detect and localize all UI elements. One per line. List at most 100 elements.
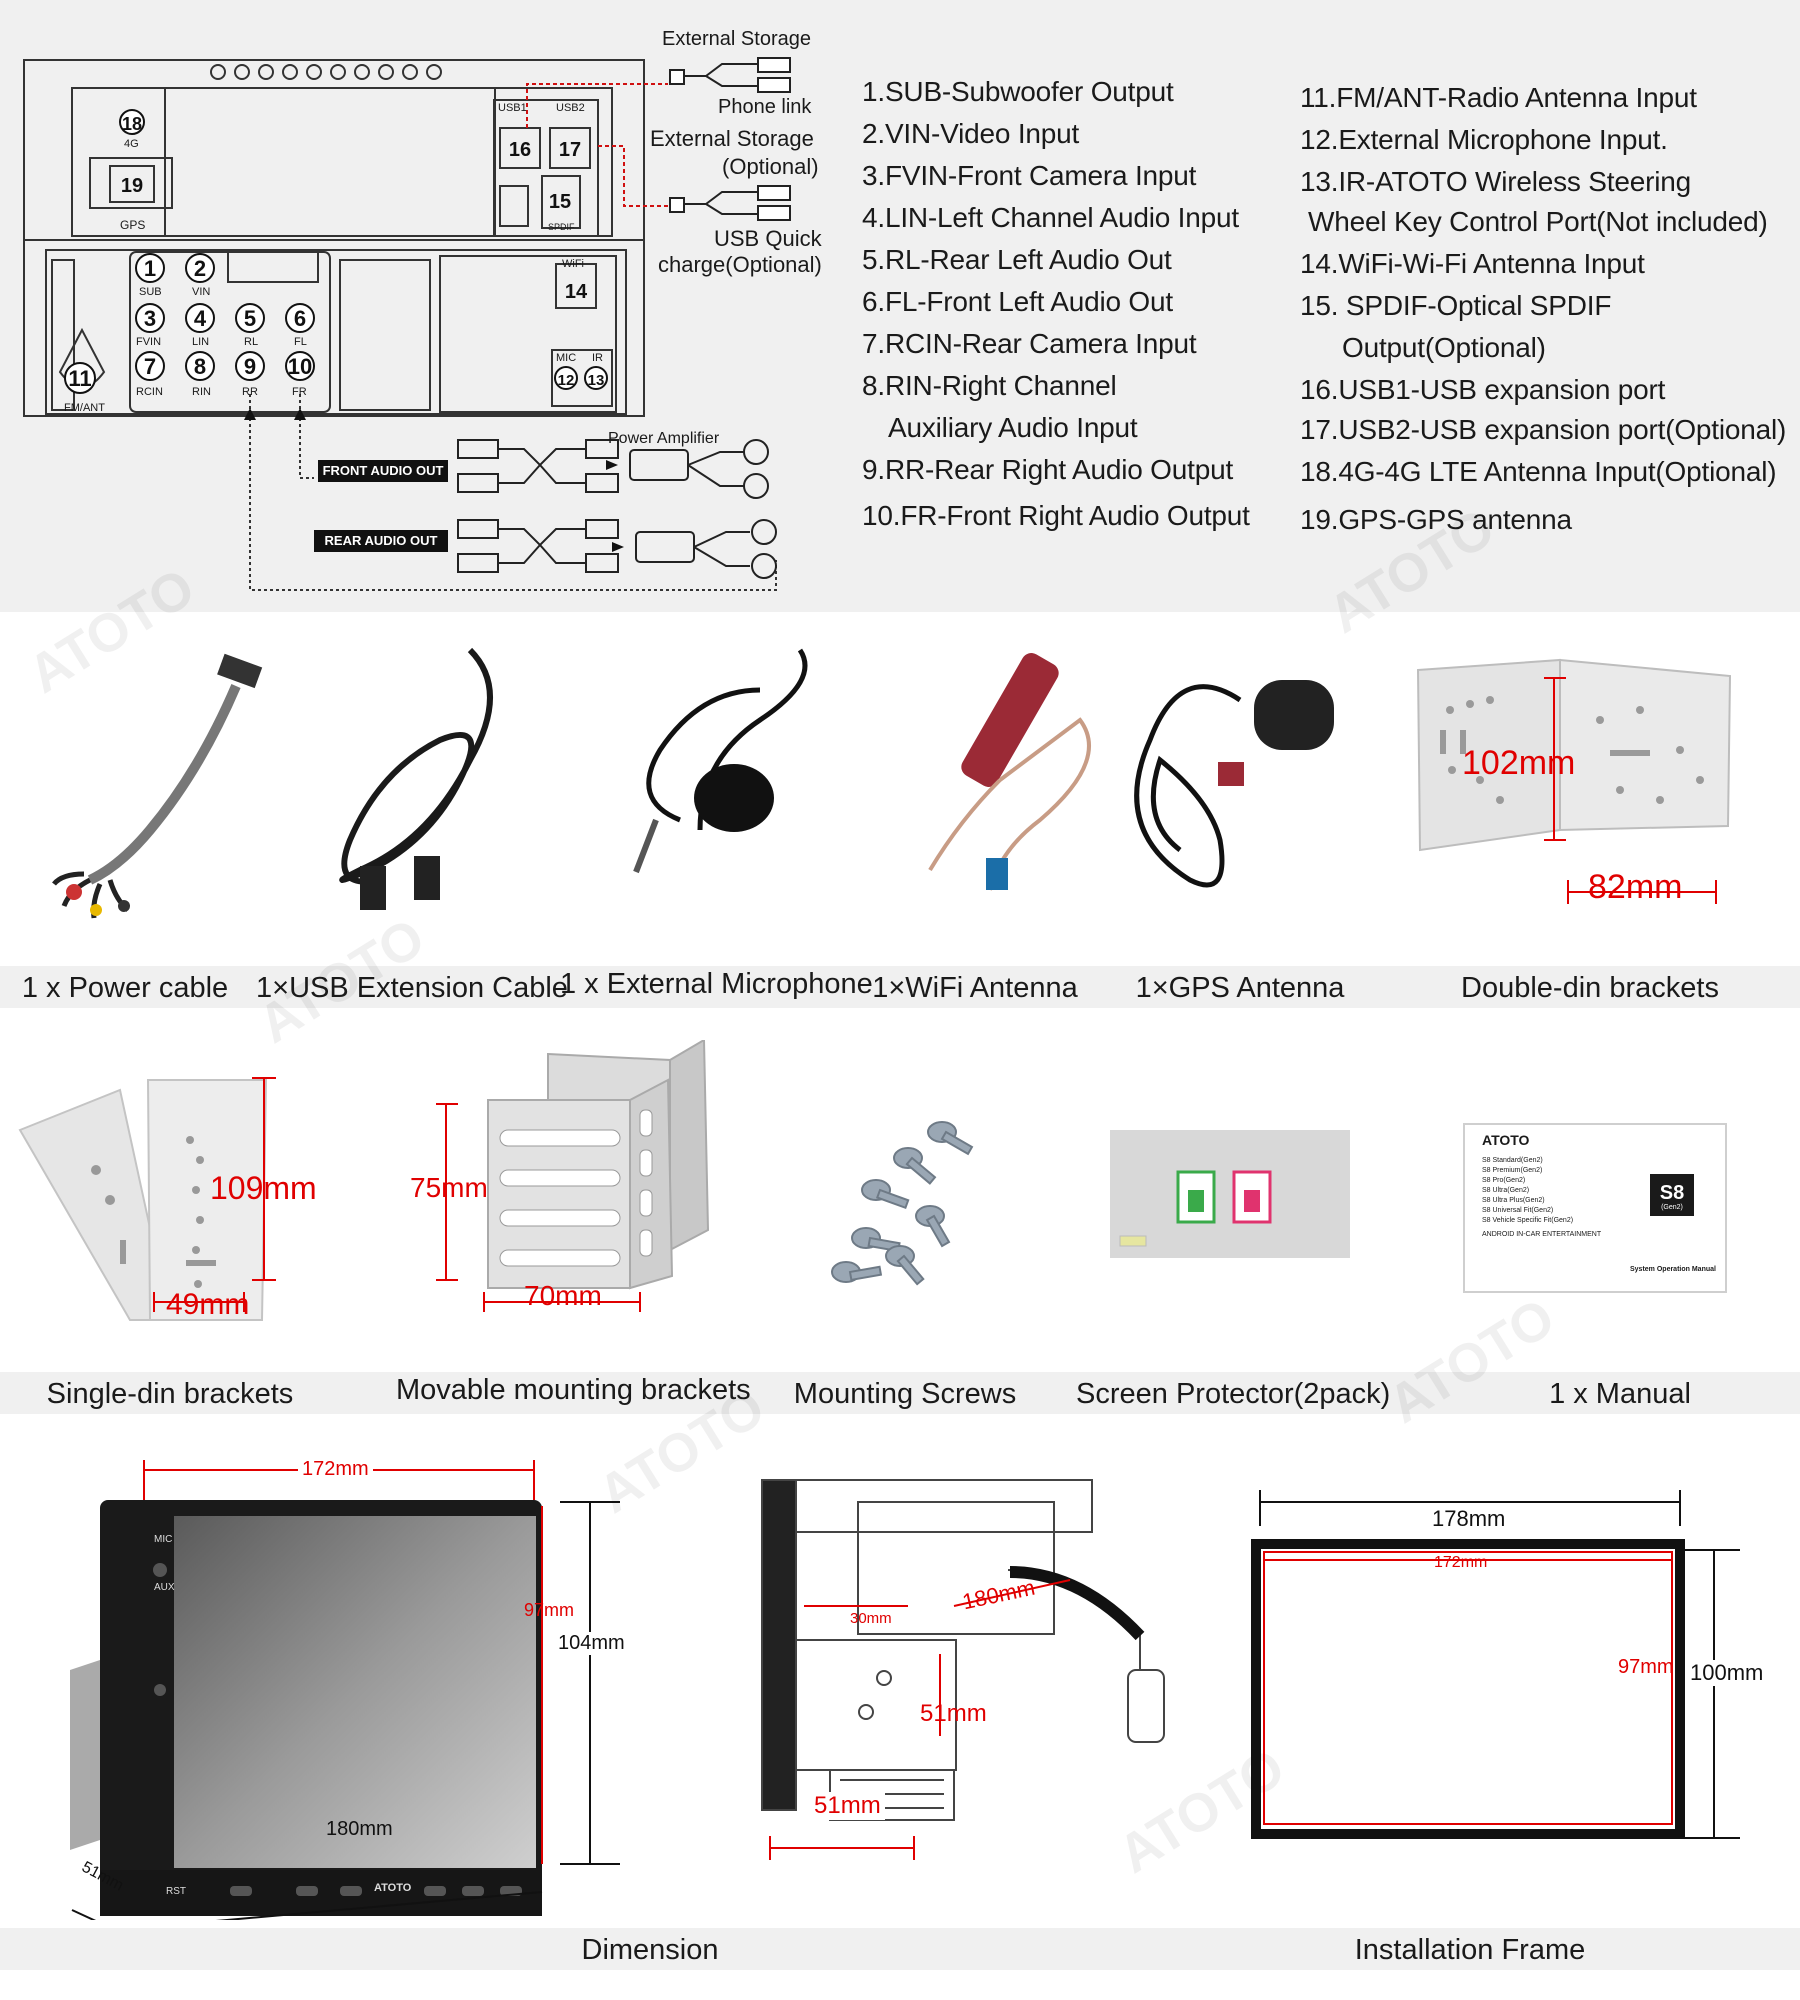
legend-item: 4.LIN-Left Channel Audio Input xyxy=(862,202,1239,233)
legend-item: 2.VIN-Video Input xyxy=(862,118,1080,149)
legend-item: 18.4G-4G LTE Antenna Input(Optional) xyxy=(1300,456,1777,487)
usb-extension-image xyxy=(339,647,493,910)
legend-item: 15. SPDIF-Optical SPDIF xyxy=(1300,290,1612,321)
microphone-image xyxy=(633,648,808,874)
manual-model: S8 Standard(Gen2) xyxy=(1482,1157,1543,1164)
svg-text:16: 16 xyxy=(509,139,531,161)
dim-double-width: 82mm xyxy=(1588,868,1683,906)
label-optional: (Optional) xyxy=(722,154,819,179)
port-label-spdif: SPDIF xyxy=(548,222,575,232)
manual-badge: S8 xyxy=(1659,1182,1685,1204)
caption-band-row1 xyxy=(0,966,1800,1008)
gps-antenna-image xyxy=(1134,680,1334,888)
port-label-fr: FR xyxy=(292,386,307,398)
port-label-rr: RR xyxy=(242,386,258,398)
dim-frame-width-inner: 172mm xyxy=(1434,1554,1488,1571)
caption-dimension: Dimension xyxy=(581,1934,719,1966)
svg-text:12: 12 xyxy=(558,372,575,389)
port-label-mic: MIC xyxy=(556,352,577,364)
port-label-vin: VIN xyxy=(192,286,211,298)
caption-usb-extension: 1×USB Extension Cable xyxy=(256,972,568,1004)
svg-text:17: 17 xyxy=(559,139,581,161)
port-label-fl: FL xyxy=(294,336,307,348)
label-usb-quick-charge: charge(Optional) xyxy=(658,252,822,277)
legend-item: 8.RIN-Right Channel xyxy=(862,370,1117,401)
unit-label-mic: MIC xyxy=(154,1534,173,1545)
svg-text:1: 1 xyxy=(144,256,156,281)
dim-unit-height-inner: 97mm xyxy=(524,1600,575,1620)
legend-item: 9.RR-Rear Right Audio Output xyxy=(862,454,1234,485)
legend-item: Auxiliary Audio Input xyxy=(888,412,1138,443)
dim-frame-height-inner: 97mm xyxy=(1618,1656,1674,1678)
svg-text:14: 14 xyxy=(565,281,588,303)
dim-side-30: 30mm xyxy=(850,1610,892,1627)
label-external-storage: External Storage xyxy=(662,28,811,50)
svg-text:19: 19 xyxy=(121,175,143,197)
caption-installation-frame: Installation Frame xyxy=(1354,1934,1586,1966)
svg-text:11: 11 xyxy=(68,366,91,391)
unit-label-rst: RST xyxy=(166,1886,186,1897)
dim-single-height: 109mm xyxy=(210,1170,317,1206)
manual-model-list: S8 Standard(Gen2) S8 Premium(Gen2) S8 Pr… xyxy=(1482,1156,1601,1240)
manual-model: S8 Premium(Gen2) xyxy=(1482,1167,1543,1174)
label-power-amplifier: Power Amplifier xyxy=(608,430,720,447)
port-label-usb2: USB2 xyxy=(556,102,585,114)
legend-item: Wheel Key Control Port(Not included) xyxy=(1308,206,1768,237)
legend-item: 6.FL-Front Left Audio Out xyxy=(862,286,1173,317)
manual-model: S8 Ultra Plus(Gen2) xyxy=(1482,1197,1545,1204)
svg-text:6: 6 xyxy=(294,306,306,331)
manual-brand: ATOTO xyxy=(1482,1132,1530,1148)
legend-item: 14.WiFi-Wi-Fi Antenna Input xyxy=(1300,248,1645,279)
caption-single-din: Single-din brackets xyxy=(46,1378,294,1410)
manual-model: S8 Universal Fit(Gen2) xyxy=(1482,1207,1554,1214)
manual-model: S8 Pro(Gen2) xyxy=(1482,1177,1526,1184)
unit-logo: ATOTO xyxy=(374,1882,412,1894)
label-usb-quick: USB Quick xyxy=(714,226,822,251)
dim-movable-width: 70mm xyxy=(524,1280,602,1311)
port-label-sub: SUB xyxy=(139,286,162,298)
svg-text:5: 5 xyxy=(244,306,256,331)
svg-text:10: 10 xyxy=(288,354,312,379)
svg-text:3: 3 xyxy=(144,306,156,331)
installation-frame-image xyxy=(1251,1539,1685,1839)
legend-item: 13.IR-ATOTO Wireless Steering xyxy=(1300,166,1691,197)
port-label-4g: 4G xyxy=(124,138,139,150)
screen-protector-image xyxy=(1110,1130,1350,1258)
port-label-fvin: FVIN xyxy=(136,336,162,348)
svg-text:8: 8 xyxy=(194,354,206,379)
port-label-fmant: FM/ANT xyxy=(64,402,105,414)
dim-unit-width-bottom: 180mm xyxy=(326,1818,393,1840)
power-cable-image xyxy=(52,653,263,919)
accessories-row2-art xyxy=(18,1040,1727,1321)
dim-side-51-horizontal: 51mm xyxy=(810,1792,885,1820)
dim-frame-width-outer: 178mm xyxy=(1426,1506,1512,1532)
caption-manual: 1 x Manual xyxy=(1549,1378,1691,1410)
tag-rear-audio-out: REAR AUDIO OUT xyxy=(324,533,438,548)
legend-item: 10.FR-Front Right Audio Output xyxy=(862,500,1250,531)
caption-power-cable: 1 x Power cable xyxy=(21,972,229,1004)
accessories-row1-art xyxy=(52,647,1732,919)
legend-item: 5.RL-Rear Left Audio Out xyxy=(862,244,1172,275)
caption-mounting-screws: Mounting Screws xyxy=(793,1378,1017,1410)
caption-band-bottom xyxy=(0,1928,1800,1970)
head-unit-image xyxy=(70,1500,542,1916)
svg-text:15: 15 xyxy=(549,191,571,213)
port-label-rin: RIN xyxy=(192,386,211,398)
dim-double-height: 102mm xyxy=(1462,744,1576,782)
manual-model: S8 Ultra(Gen2) xyxy=(1482,1187,1530,1194)
svg-text:18: 18 xyxy=(122,114,142,134)
svg-text:9: 9 xyxy=(244,354,256,379)
movable-bracket-image xyxy=(487,1040,710,1290)
legend-item: 16.USB1-USB expansion port xyxy=(1300,374,1666,405)
dim-frame-height-outer: 100mm xyxy=(1686,1660,1768,1686)
caption-external-microphone: 1 x External Microphone xyxy=(560,968,873,1000)
svg-text:13: 13 xyxy=(588,372,605,389)
caption-double-din: Double-din brackets xyxy=(1461,972,1719,1004)
side-view-image xyxy=(761,1479,1165,1821)
label-phone-link: Phone link xyxy=(718,96,812,118)
manual-badge-sub: (Gen2) xyxy=(1661,1204,1683,1211)
caption-band-row2 xyxy=(0,1372,1800,1414)
dimension-drawings xyxy=(70,1460,1740,1920)
caption-movable-brackets: Movable mounting brackets xyxy=(396,1374,751,1406)
